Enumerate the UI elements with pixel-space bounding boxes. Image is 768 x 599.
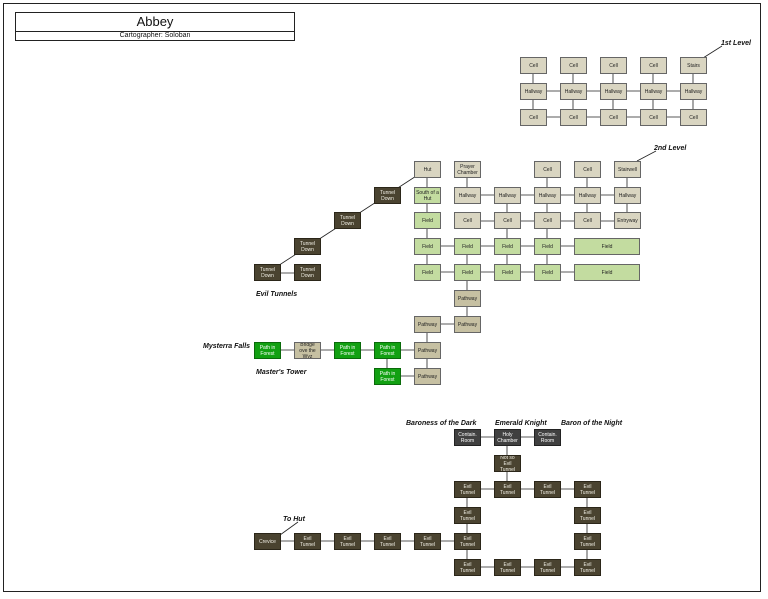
room-stairwell: Stairwell (614, 161, 641, 178)
room-field: Field (494, 264, 521, 281)
room-evil-tunnel: Evil Tunnel (294, 533, 321, 550)
room-evil-tunnel: Evil Tunnel (494, 559, 521, 576)
room-pathway: Pathway (414, 316, 441, 333)
map-title: Abbey (15, 12, 295, 32)
room-hallway: Hallway (494, 187, 521, 204)
room-path-in-forest: Path in Forest (374, 368, 401, 385)
room-entryway: Entryway (614, 212, 641, 229)
room-cell: Cell (454, 212, 481, 229)
label-masters-tower: Master's Tower (256, 369, 307, 376)
room-holy-chamber: Holy Chamber (494, 429, 521, 446)
room-evil-tunnel: Evil Tunnel (334, 533, 361, 550)
room-hut: Hut (414, 161, 441, 178)
cartographer-credit: Cartographer: Soloban (15, 32, 295, 41)
room-field: Field (414, 212, 441, 229)
room-path-in-forest: Path in Forest (254, 342, 281, 359)
room-field: Field (534, 238, 561, 255)
room-cell: Cell (600, 109, 627, 126)
room-evil-tunnel: Evil Tunnel (494, 481, 521, 498)
room-pathway: Pathway (454, 316, 481, 333)
room-evil-tunnel: Evil Tunnel (534, 481, 561, 498)
room-tunnel-down: Tunnel Down (254, 264, 281, 281)
room-hallway: Hallway (600, 83, 627, 100)
room-evil-tunnel: Evil Tunnel (454, 481, 481, 498)
room-evil-tunnel: Evil Tunnel (574, 533, 601, 550)
room-path-in-forest: Path in Forest (374, 342, 401, 359)
room-field-wide: Field (574, 238, 640, 255)
room-field: Field (414, 264, 441, 281)
room-cell: Cell (640, 109, 667, 126)
room-tunnel-down: Tunnel Down (334, 212, 361, 229)
room-contain-room: Contain. Room (454, 429, 481, 446)
room-hallway: Hallway (574, 187, 601, 204)
room-field: Field (454, 264, 481, 281)
room-path-in-forest: Path in Forest (334, 342, 361, 359)
room-evil-tunnel: Evil Tunnel (574, 507, 601, 524)
label-evil-tunnels: Evil Tunnels (256, 291, 298, 298)
label-first-level: 1st Level (721, 40, 751, 47)
room-hallway: Hallway (614, 187, 641, 204)
room-south-of-hut: South of a Hut (414, 187, 441, 204)
room-pathway: Pathway (414, 342, 441, 359)
room-field-wide: Field (574, 264, 640, 281)
room-cell: Cell (560, 57, 587, 74)
label-to-hut: To Hut (283, 516, 305, 523)
room-bridge: Bridge ove the Wyz (294, 342, 321, 359)
room-hallway: Hallway (454, 187, 481, 204)
room-evil-tunnel: Evil Tunnel (454, 533, 481, 550)
room-evil-tunnel: Evil Tunnel (534, 559, 561, 576)
room-pathway: Pathway (454, 290, 481, 307)
room-field: Field (534, 264, 561, 281)
room-cell: Cell (600, 57, 627, 74)
room-crevice: Crevice (254, 533, 281, 550)
label-baroness: Baroness of the Dark (406, 420, 477, 427)
label-mysterra-falls: Mysterra Falls (203, 343, 251, 350)
room-hallway: Hallway (640, 83, 667, 100)
room-tunnel-down: Tunnel Down (294, 264, 321, 281)
label-emerald-knight: Emerald Knight (495, 420, 547, 427)
room-cell: Cell (494, 212, 521, 229)
room-hallway: Hallway (680, 83, 707, 100)
room-cell: Cell (560, 109, 587, 126)
room-contain-room: Contain. Room (534, 429, 561, 446)
room-not-so-evil-tunnel: Not so Evil Tunnel (494, 455, 521, 472)
room-evil-tunnel: Evil Tunnel (574, 559, 601, 576)
room-cell: Cell (534, 212, 561, 229)
room-evil-tunnel: Evil Tunnel (414, 533, 441, 550)
room-evil-tunnel: Evil Tunnel (374, 533, 401, 550)
room-field: Field (494, 238, 521, 255)
label-second-level: 2nd Level (654, 145, 687, 152)
room-stairs: Stairs (680, 57, 707, 74)
room-hallway: Hallway (520, 83, 547, 100)
room-cell: Cell (574, 161, 601, 178)
room-cell: Cell (680, 109, 707, 126)
room-tunnel-down: Tunnel Down (294, 238, 321, 255)
room-cell: Cell (520, 109, 547, 126)
room-cell: Cell (640, 57, 667, 74)
room-field: Field (414, 238, 441, 255)
map-frame (3, 3, 761, 592)
room-prayer-chamber: Prayer Chamber (454, 161, 481, 178)
room-cell: Cell (534, 161, 561, 178)
room-pathway: Pathway (414, 368, 441, 385)
room-cell: Cell (520, 57, 547, 74)
room-hallway: Hallway (560, 83, 587, 100)
room-hallway: Hallway (534, 187, 561, 204)
room-cell: Cell (574, 212, 601, 229)
label-baron: Baron of the Night (561, 420, 623, 427)
room-tunnel-down: Tunnel Down (374, 187, 401, 204)
room-evil-tunnel: Evil Tunnel (454, 559, 481, 576)
room-evil-tunnel: Evil Tunnel (574, 481, 601, 498)
room-field: Field (454, 238, 481, 255)
room-evil-tunnel: Evil Tunnel (454, 507, 481, 524)
